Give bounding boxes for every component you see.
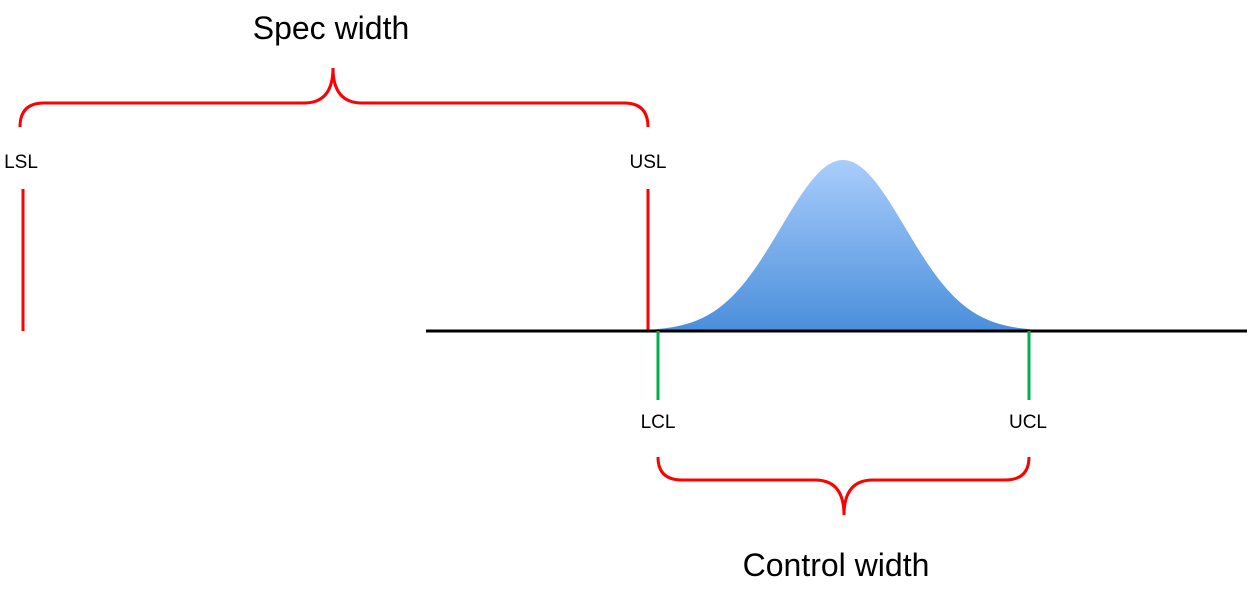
distribution-curve [650, 160, 1031, 331]
lsl-label: LSL [4, 152, 38, 173]
usl-label: USL [630, 152, 667, 173]
spec-width-brace [18, 67, 650, 128]
spec-width-label: Spec width [253, 10, 410, 46]
control-width-brace [656, 456, 1031, 516]
control-width-label: Control width [743, 547, 930, 583]
lcl-label: LCL [641, 412, 676, 433]
ucl-label: UCL [1009, 412, 1047, 433]
